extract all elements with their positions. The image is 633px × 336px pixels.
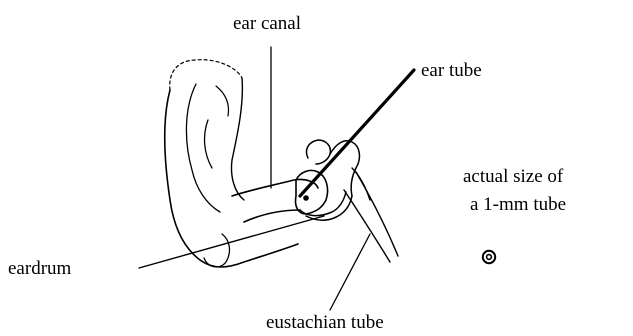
outer-ear: [165, 60, 298, 267]
actual-size-label-line2: a 1-mm tube: [470, 194, 566, 216]
tube-size-icon: [483, 251, 495, 263]
eustachian-tube-shape: [344, 172, 398, 262]
eustachian-tube-leader: [330, 234, 370, 310]
eardrum-leader: [139, 216, 324, 268]
ear-tube-end: [303, 195, 309, 201]
ear-tube-label: ear tube: [421, 60, 482, 82]
ear-canal-label: ear canal: [233, 13, 301, 35]
eardrum-label: eardrum: [8, 258, 71, 280]
eustachian-tube-label: eustachian tube: [266, 312, 384, 334]
actual-size-label-line1: actual size of: [463, 166, 563, 188]
ear-canal-shape: [232, 179, 318, 222]
ear-tube-line: [300, 70, 414, 196]
